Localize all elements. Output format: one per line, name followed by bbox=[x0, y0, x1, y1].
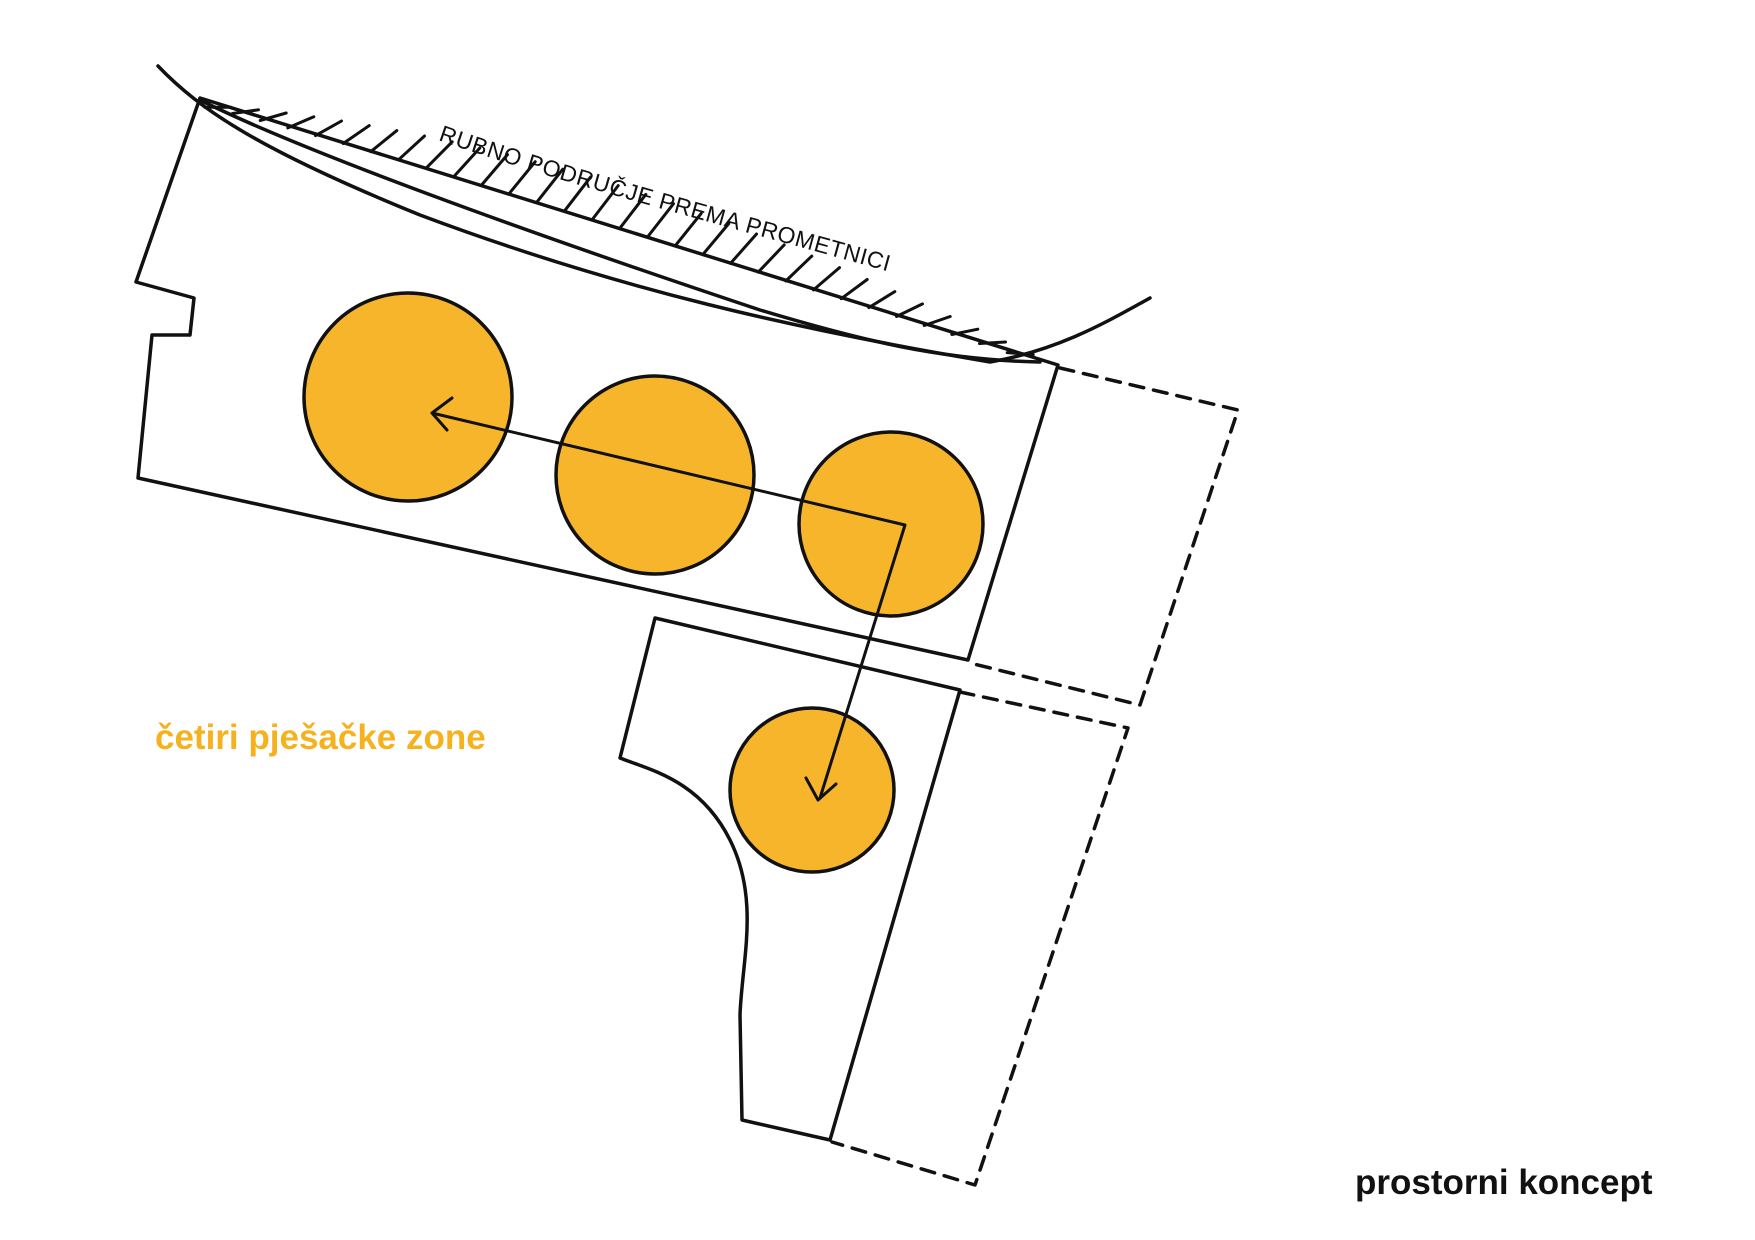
pedestrian-zone-2 bbox=[554, 374, 756, 576]
road-curve bbox=[156, 64, 1152, 364]
pedestrian-zones-label: četiri pješačke zone bbox=[155, 718, 486, 757]
pedestrian-zones bbox=[302, 291, 985, 874]
circulation-line bbox=[430, 411, 907, 800]
hatch-stroke bbox=[397, 134, 426, 162]
hatch-stroke bbox=[507, 160, 537, 196]
pedestrian-zone-1 bbox=[302, 291, 514, 503]
hatch-stroke bbox=[729, 232, 758, 265]
hatch-stroke bbox=[839, 278, 869, 301]
hatch-stroke bbox=[563, 175, 592, 213]
hatch-stroke bbox=[618, 192, 648, 230]
hatch-stroke bbox=[701, 222, 731, 257]
hatch-stroke bbox=[646, 202, 675, 239]
hatch-stroke bbox=[590, 184, 620, 222]
upper-site-outline bbox=[134, 96, 1060, 662]
hatch-stroke bbox=[314, 119, 343, 138]
upper-dashed-extension bbox=[968, 366, 1240, 707]
hatch-stroke bbox=[756, 243, 786, 274]
lower-dashed-extension bbox=[830, 690, 1130, 1187]
lower-site-outline bbox=[618, 616, 962, 1142]
hatch-stroke bbox=[452, 146, 482, 179]
hatch-stroke bbox=[784, 254, 814, 283]
hatch-stroke bbox=[424, 140, 454, 170]
edge-zone-label: RUBNO PODRUČJE PREMA PROMETNICI bbox=[436, 120, 894, 276]
hatch-stroke bbox=[867, 290, 897, 310]
arrow-head-south bbox=[804, 776, 838, 802]
arrow-head-west bbox=[430, 396, 454, 432]
hatch-stroke bbox=[369, 129, 399, 154]
hatch-stroke bbox=[535, 167, 565, 204]
edge-zone-hatching bbox=[198, 98, 1042, 364]
caption-label: prostorni koncept bbox=[1355, 1163, 1653, 1202]
hatch-stroke bbox=[341, 124, 371, 145]
circulation-path bbox=[430, 396, 907, 802]
hatch-stroke bbox=[480, 153, 509, 187]
pedestrian-zone-3 bbox=[797, 430, 985, 618]
hatch-stroke bbox=[673, 211, 703, 248]
edge-zone-lower-boundary bbox=[198, 98, 1042, 364]
hatch-stroke bbox=[812, 266, 841, 292]
